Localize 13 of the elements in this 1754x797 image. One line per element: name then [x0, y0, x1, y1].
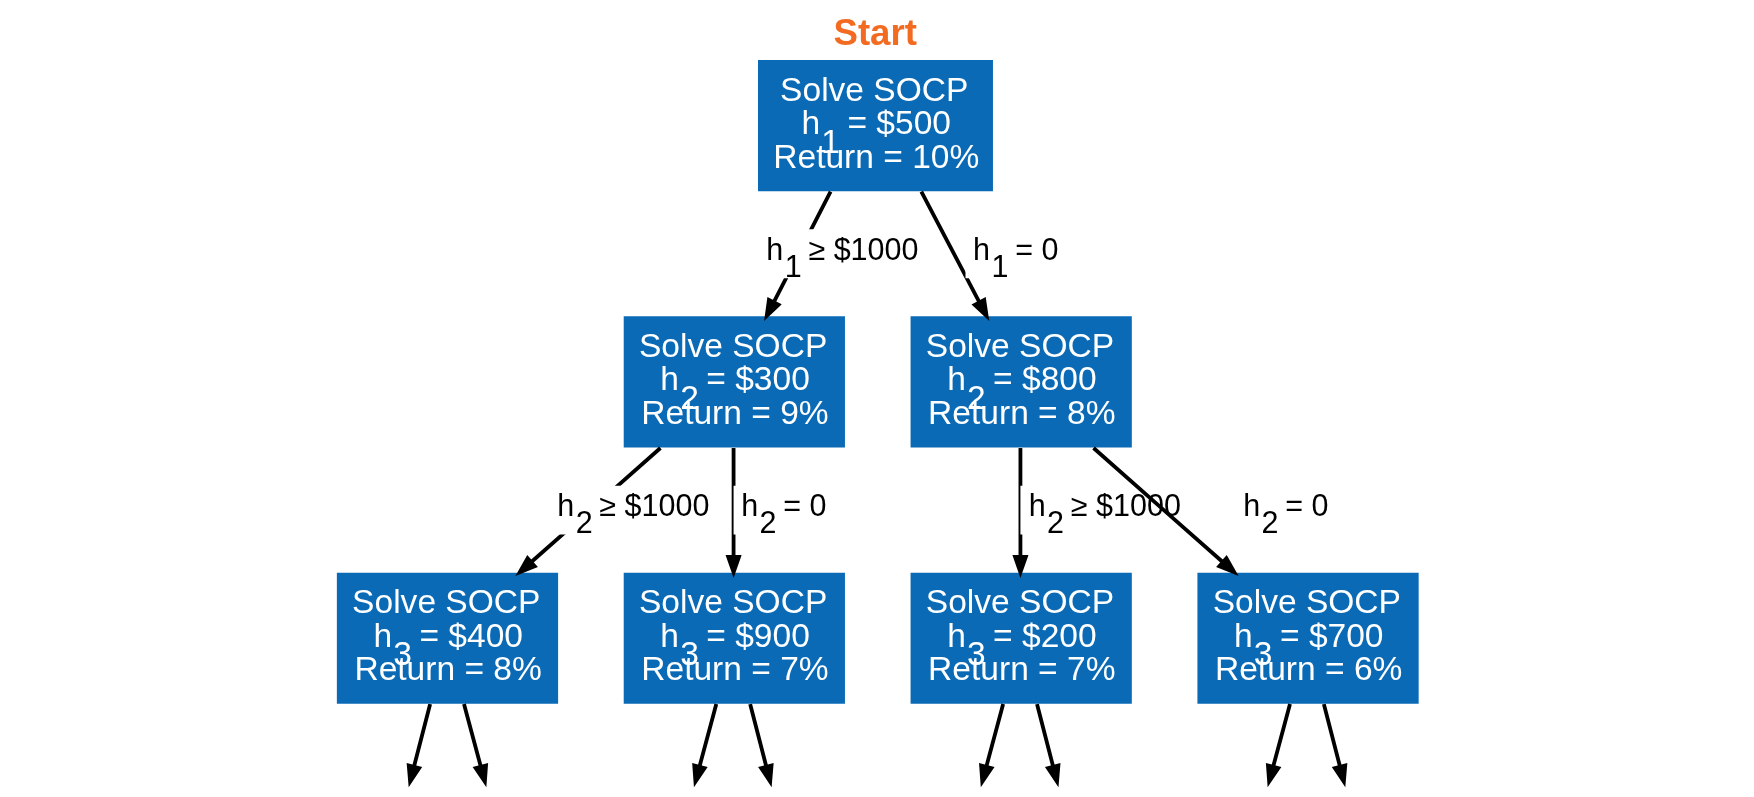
arrow — [1012, 448, 1029, 579]
arrow — [725, 448, 742, 579]
arrow — [1092, 446, 1239, 577]
arrow — [692, 703, 719, 788]
node-label: Start — [833, 12, 917, 54]
arrow — [979, 703, 1005, 788]
arrow — [1265, 703, 1292, 788]
arrow — [919, 190, 990, 321]
arrow — [462, 703, 489, 788]
arrow — [1035, 703, 1061, 788]
arrow — [1322, 703, 1348, 788]
arrow — [748, 703, 774, 788]
arrow — [406, 703, 432, 788]
